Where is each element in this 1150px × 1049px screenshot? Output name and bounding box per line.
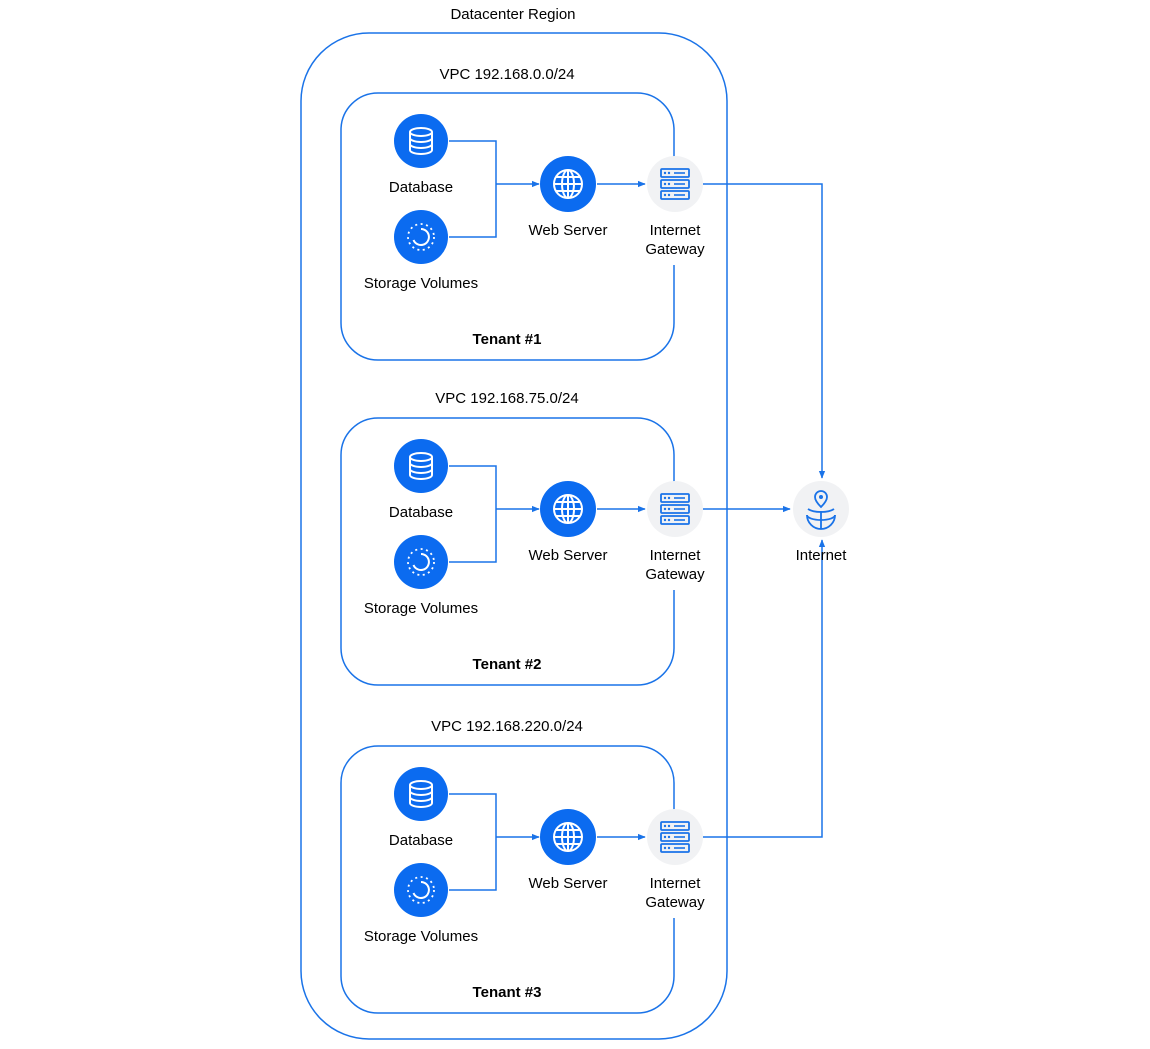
database-node-3[interactable]: Database: [389, 767, 453, 849]
connector-db-to-web-1: [449, 140, 497, 184]
vpc-box-1: [340, 92, 675, 361]
storage-node-3[interactable]: Storage Volumes: [364, 863, 478, 945]
gateway-node-2[interactable]: Internet Gateway: [645, 481, 705, 583]
database-node-1[interactable]: Database: [389, 114, 453, 196]
connector-storage-to-web-2: [449, 509, 497, 563]
vpc-label-1: VPC 192.168.0.0/24: [439, 66, 574, 83]
vpc-label-3: VPC 192.168.220.0/24: [431, 718, 583, 735]
connector-storage-to-web-1: [449, 184, 497, 238]
tenant-name-2: Tenant #2: [473, 656, 542, 673]
vpc-label-2: VPC 192.168.75.0/24: [435, 390, 578, 407]
link-gateway-3-to-internet: [703, 539, 826, 838]
connector-db-to-web-2: [449, 465, 497, 509]
vpc-box-2: [340, 417, 675, 686]
globe-icon: [553, 822, 583, 852]
tenant-group-2: VPC 192.168.75.0/24 Database Storage Vol…: [340, 390, 705, 686]
storage-label-3: Storage Volumes: [364, 928, 478, 945]
web-server-label-1: Web Server: [529, 222, 608, 239]
storage-label-1: Storage Volumes: [364, 275, 478, 292]
gateway-node-3[interactable]: Internet Gateway: [645, 809, 705, 911]
globe-icon: [553, 494, 583, 524]
gateway-label-1a: Internet: [650, 222, 702, 239]
server-rack-icon: [660, 168, 690, 200]
web-server-label-2: Web Server: [529, 547, 608, 564]
connector-db-to-web-3: [449, 793, 497, 837]
tenant-group-1: VPC 192.168.0.0/24 Database Storage Volu…: [340, 66, 705, 361]
vpc-box-3: [340, 745, 675, 1014]
database-label-2: Database: [389, 504, 453, 521]
internet-label: Internet: [796, 547, 848, 564]
internet-node[interactable]: Internet: [793, 481, 849, 564]
web-server-node-3[interactable]: Web Server: [529, 809, 608, 892]
region-title: Datacenter Region: [450, 6, 575, 23]
gateway-label-3a: Internet: [650, 875, 702, 892]
globe-icon: [553, 169, 583, 199]
connector-storage-to-web-3: [449, 837, 497, 891]
gateway-label-2a: Internet: [650, 547, 702, 564]
region-container: [300, 32, 728, 1040]
tenant-name-3: Tenant #3: [473, 984, 542, 1001]
tenant-group-3: VPC 192.168.220.0/24 Database Storage Vo…: [340, 718, 705, 1014]
web-server-node-2[interactable]: Web Server: [529, 481, 608, 564]
gateway-label-1b: Gateway: [645, 241, 705, 258]
storage-label-2: Storage Volumes: [364, 600, 478, 617]
web-server-label-3: Web Server: [529, 875, 608, 892]
database-label-3: Database: [389, 832, 453, 849]
database-label-1: Database: [389, 179, 453, 196]
storage-node-1[interactable]: Storage Volumes: [364, 210, 478, 292]
gateway-label-2b: Gateway: [645, 566, 705, 583]
link-gateway-1-to-internet: [703, 183, 826, 479]
gateway-node-1[interactable]: Internet Gateway: [645, 156, 705, 258]
server-rack-icon: [660, 493, 690, 525]
storage-node-2[interactable]: Storage Volumes: [364, 535, 478, 617]
tenant-name-1: Tenant #1: [473, 331, 542, 348]
server-rack-icon: [660, 821, 690, 853]
web-server-node-1[interactable]: Web Server: [529, 156, 608, 239]
gateway-label-3b: Gateway: [645, 894, 705, 911]
database-node-2[interactable]: Database: [389, 439, 453, 521]
